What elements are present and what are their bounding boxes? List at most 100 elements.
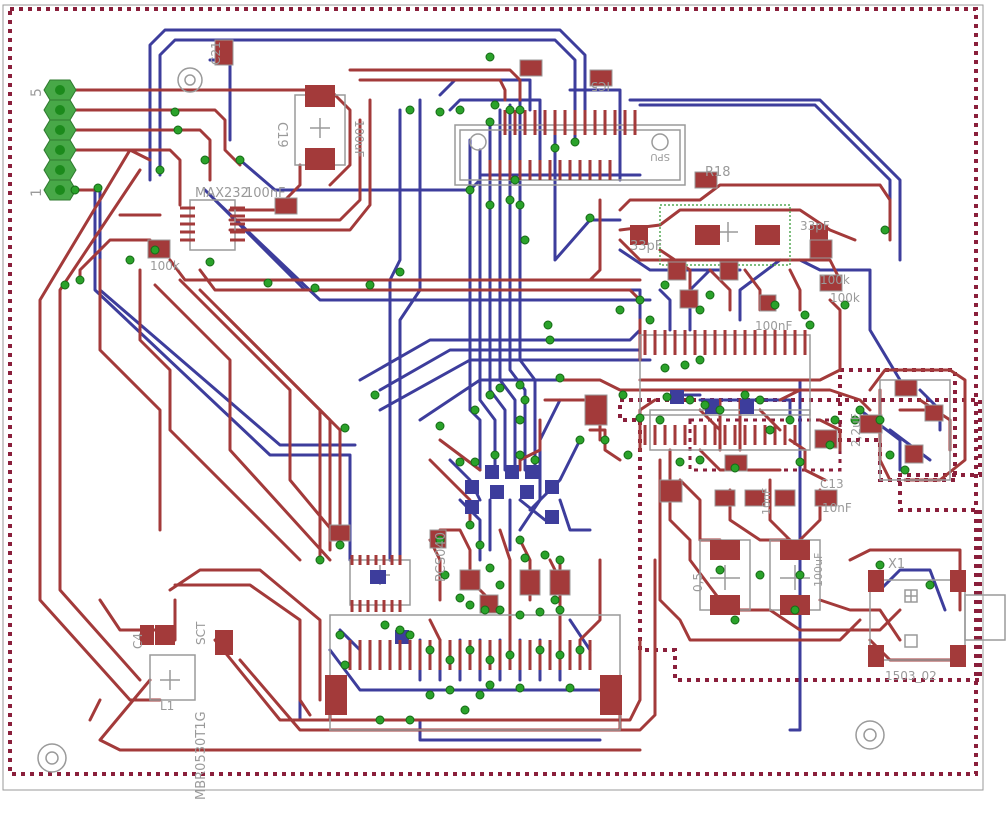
- via: [460, 705, 470, 715]
- mbr-diode-label: MBR0530T1G: [194, 711, 209, 800]
- cap-100nf-mid-label: 100nF: [755, 319, 793, 333]
- c19-label: C19: [274, 122, 289, 148]
- via: [445, 685, 455, 695]
- via: [485, 117, 495, 127]
- via: [695, 455, 705, 465]
- max232-label: MAX232: [195, 186, 249, 201]
- via: [515, 200, 525, 210]
- via: [505, 195, 515, 205]
- mounting-holes: [37, 67, 885, 773]
- via: [475, 690, 485, 700]
- via: [830, 415, 840, 425]
- via: [655, 415, 665, 425]
- l1-label: L1: [160, 699, 174, 713]
- x1-connector: [904, 589, 918, 648]
- via: [662, 392, 672, 402]
- via: [435, 421, 445, 431]
- via: [660, 363, 670, 373]
- via: [855, 405, 865, 415]
- cap-markers: [160, 118, 810, 690]
- via: [340, 423, 350, 433]
- via: [310, 283, 320, 293]
- via: [875, 415, 885, 425]
- via: [730, 463, 740, 473]
- c13-value: 10nF: [822, 501, 852, 515]
- x1-label: X1: [888, 557, 905, 572]
- via: [615, 305, 625, 315]
- via: [485, 390, 495, 400]
- smd-pads: [140, 85, 966, 715]
- header-pins: [43, 79, 77, 201]
- via: [75, 275, 85, 285]
- via: [925, 580, 935, 590]
- via: [485, 200, 495, 210]
- via: [880, 225, 890, 235]
- via: [515, 415, 525, 425]
- c21-label: C21: [209, 41, 223, 65]
- via: [455, 457, 465, 467]
- via: [405, 715, 415, 725]
- via: [455, 105, 465, 115]
- ic5-label: IC5: [590, 79, 610, 93]
- via: [795, 457, 805, 467]
- via: [555, 605, 565, 615]
- via: [205, 257, 215, 267]
- via: [395, 267, 405, 277]
- max-cap-label: 100nF: [245, 186, 286, 201]
- via: [405, 630, 415, 640]
- via: [505, 650, 515, 660]
- header-label-5: 5: [29, 88, 45, 97]
- via: [850, 415, 860, 425]
- cap-100uf-2-label: 100uF: [812, 553, 825, 587]
- via: [155, 165, 165, 175]
- via: [618, 390, 628, 400]
- via: [740, 390, 750, 400]
- via: [380, 620, 390, 630]
- cap-2u2-label: 2,2uF: [849, 413, 863, 447]
- via: [515, 105, 525, 115]
- via: [645, 315, 655, 325]
- small-components: [147, 39, 944, 614]
- via: [805, 320, 815, 330]
- via: [680, 360, 690, 370]
- via: [465, 600, 475, 610]
- via: [465, 520, 475, 530]
- via: [435, 535, 445, 545]
- via: [315, 555, 325, 565]
- via: [485, 563, 495, 573]
- via: [515, 450, 525, 460]
- via: [875, 560, 885, 570]
- via: [335, 540, 345, 550]
- cap-33pf-left: 33pF: [630, 239, 662, 254]
- via: [520, 235, 530, 245]
- via: [535, 607, 545, 617]
- via: [370, 390, 380, 400]
- via: [700, 400, 710, 410]
- via: [365, 280, 375, 290]
- via: [825, 440, 835, 450]
- via: [550, 143, 560, 153]
- c4-label: C4: [131, 633, 145, 649]
- ic-pin-rows: [180, 110, 807, 670]
- via: [93, 183, 103, 193]
- via: [335, 630, 345, 640]
- via: [555, 555, 565, 565]
- via: [765, 425, 775, 435]
- via: [470, 405, 480, 415]
- via: [510, 175, 520, 185]
- via: [730, 615, 740, 625]
- via: [575, 645, 585, 655]
- via: [550, 595, 560, 605]
- via: [715, 565, 725, 575]
- via: [495, 580, 505, 590]
- via: [475, 540, 485, 550]
- via: [235, 155, 245, 165]
- via: [790, 605, 800, 615]
- via: [755, 570, 765, 580]
- via: [635, 413, 645, 423]
- via: [695, 355, 705, 365]
- via: [520, 395, 530, 405]
- via: [555, 373, 565, 383]
- via: [795, 570, 805, 580]
- via: [520, 553, 530, 563]
